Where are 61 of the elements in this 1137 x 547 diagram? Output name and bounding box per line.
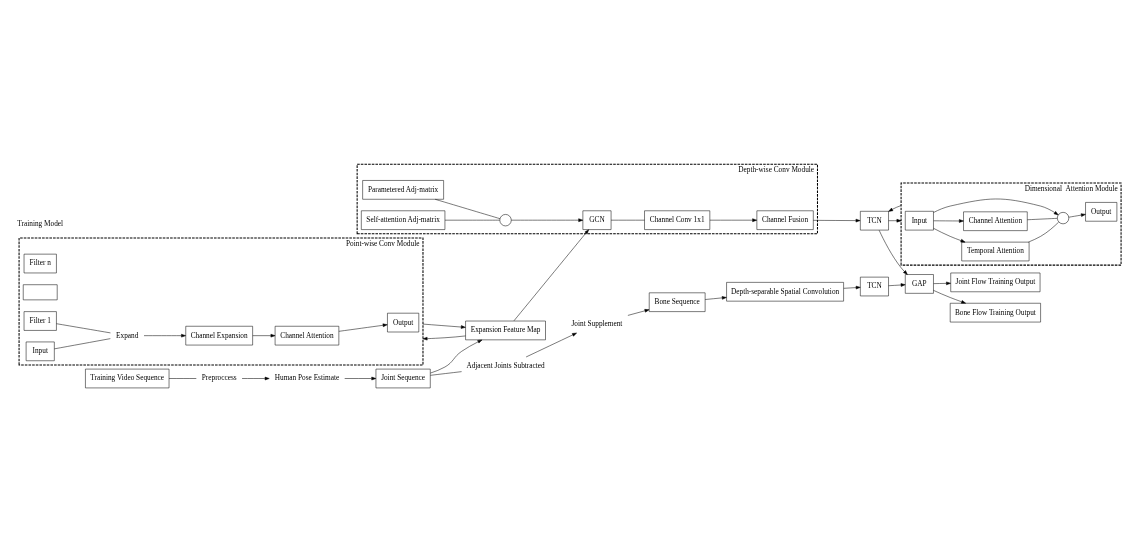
node-box: Channel Fusion bbox=[756, 210, 814, 230]
arrow bbox=[813, 218, 861, 222]
arrow bbox=[344, 376, 377, 380]
node-box: Input bbox=[905, 210, 934, 230]
arrow bbox=[525, 332, 577, 357]
node-text: Adjacent Joints Subtracted bbox=[466, 360, 545, 370]
arrow bbox=[933, 281, 951, 285]
arrow bbox=[888, 282, 906, 287]
label: Training Model bbox=[17, 218, 64, 228]
node-box: Output bbox=[387, 312, 420, 332]
node-box: Depth-separable Spatial Convolution bbox=[726, 281, 844, 301]
arrow bbox=[1068, 212, 1086, 217]
node-box: Training Video Sequence bbox=[85, 368, 170, 388]
arrow bbox=[878, 229, 908, 275]
node-box: Channel Conv 1x1 bbox=[644, 210, 711, 230]
arrow bbox=[252, 333, 276, 337]
arrow bbox=[888, 218, 902, 222]
node-box: Channel Attention bbox=[274, 325, 340, 345]
node-box: Temporal Attention bbox=[961, 241, 1030, 261]
node-text: Preproccess bbox=[201, 372, 237, 382]
node-text: Joint Supplement bbox=[571, 318, 623, 328]
node-box: GCN bbox=[582, 210, 612, 230]
node-text: Expand bbox=[116, 330, 139, 340]
arrow bbox=[704, 295, 727, 300]
arrow bbox=[241, 376, 270, 380]
arrow bbox=[627, 308, 650, 316]
arrow bbox=[511, 217, 584, 222]
arrow bbox=[430, 339, 483, 373]
arrow bbox=[888, 204, 902, 212]
node-box: Bone Sequence bbox=[648, 292, 706, 312]
node-box: Joint Flow Training Output bbox=[950, 272, 1041, 292]
node-box: TCN bbox=[860, 210, 889, 230]
node-circle bbox=[499, 213, 512, 226]
node-box: Expansion Feature Map bbox=[465, 320, 546, 340]
node-box: Output bbox=[1085, 201, 1118, 221]
node-box: Self-attention Adj-matrix bbox=[361, 210, 446, 230]
node-box: Input bbox=[25, 341, 55, 361]
arrow bbox=[933, 198, 1059, 215]
arrow bbox=[933, 218, 964, 223]
node-box: Parametered Adj-matrix bbox=[362, 179, 444, 200]
arrow bbox=[843, 285, 861, 289]
node-box: Channel Expansion bbox=[185, 325, 253, 345]
connector bbox=[434, 198, 501, 219]
node-box: Bone Flow Training Output bbox=[949, 302, 1041, 322]
arrow bbox=[709, 217, 757, 222]
node-box: Channel Attention bbox=[963, 211, 1028, 231]
node-box: GAP bbox=[905, 273, 934, 294]
node-circle bbox=[1057, 211, 1070, 224]
node-box: Filter 1 bbox=[23, 310, 57, 331]
arrow bbox=[338, 323, 388, 332]
arrow bbox=[143, 333, 186, 337]
arrow bbox=[933, 227, 966, 242]
arrow bbox=[422, 335, 466, 340]
node-box bbox=[23, 283, 58, 300]
arrow bbox=[513, 228, 589, 321]
arrow bbox=[422, 323, 466, 329]
node-box: Filter n bbox=[23, 253, 57, 273]
node-text: Human Pose Estimate bbox=[274, 372, 340, 382]
node-box: TCN bbox=[860, 276, 889, 296]
node-box: Joint Sequence bbox=[375, 368, 431, 388]
arrow bbox=[933, 289, 966, 303]
